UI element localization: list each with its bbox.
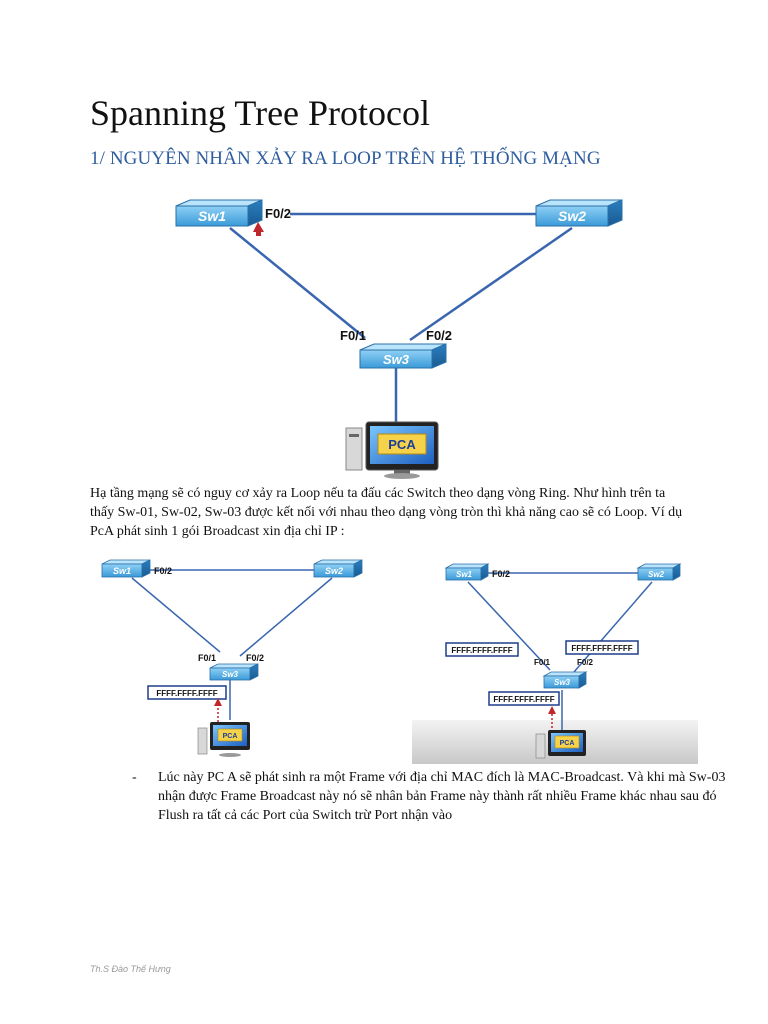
switch-sw1-icon: Sw1	[175, 199, 263, 227]
broadcast-frame-label-left: FFFF.FFFF.FFFF	[451, 646, 512, 655]
sw3-left-port-label: F0/1	[534, 658, 551, 667]
section-heading: 1/ NGUYÊN NHÂN XẢY RA LOOP TRÊN HỆ THỐNG…	[90, 148, 601, 169]
sw3-right-port-label: F0/2	[577, 658, 594, 667]
broadcast-frame-box-bottom	[488, 691, 560, 706]
pc-label: PCA	[223, 733, 238, 740]
bullet-text: Lúc này PC A sẽ phát sinh ra một Frame v…	[158, 770, 726, 823]
broadcast-diagram-left: Sw1 F0/2 Sw2 F0/1 F0/2 Sw3 FFFF.FFFF.FFF…	[92, 552, 392, 764]
switch-sw1-icon: Sw1	[101, 559, 151, 578]
broadcast-frame-box	[147, 685, 227, 700]
broadcast-frame-label: FFFF.FFFF.FFFF	[156, 689, 217, 698]
sw1-port-label: F0/2	[154, 566, 172, 576]
sw2-label: Sw2	[325, 566, 343, 576]
switch-sw3-icon: Sw3	[542, 671, 588, 689]
broadcast-diagram-right: Sw1 F0/2 Sw2 FFFF.FFFF.FFFF FFFF.FFFF.FF…	[412, 552, 698, 764]
sw3-right-port-label: F0/2	[426, 328, 452, 343]
main-topology-diagram: Sw1 F0/2 Sw2 F0/1 F0/2 Sw3 PCA	[175, 199, 623, 479]
pc-a-icon: PCA	[535, 730, 586, 759]
sw3-left-port-label: F0/1	[198, 653, 216, 663]
bullet-item: - Lúc này PC A sẽ phát sinh ra một Frame…	[132, 768, 728, 825]
pc-label: PCA	[560, 740, 575, 747]
pc-a-icon: PCA	[345, 421, 439, 479]
intro-paragraph: Hạ tầng mạng sẽ có nguy cơ xảy ra Loop n…	[90, 486, 683, 539]
switch-sw3-icon: Sw3	[359, 343, 447, 369]
broadcast-frame-box-left	[445, 642, 519, 657]
bullet-dash: -	[132, 770, 137, 785]
switch-sw2-icon: Sw2	[535, 199, 623, 227]
sw3-label: Sw3	[222, 670, 239, 679]
sw3-left-port-label: F0/1	[340, 328, 366, 343]
switch-sw1-icon: Sw1	[444, 563, 490, 581]
page-title: Spanning Tree Protocol	[90, 93, 431, 133]
pc-a-icon: PCA	[197, 722, 250, 757]
sw3-label: Sw3	[554, 678, 571, 687]
page-footer-author: Th.S Đào Thế Hưng	[90, 964, 171, 974]
sw2-label: Sw2	[558, 208, 586, 224]
switch-sw2-icon: Sw2	[636, 563, 682, 581]
link-sw2-sw3	[409, 226, 573, 342]
sw1-label: Sw1	[198, 208, 226, 224]
switch-sw2-icon: Sw2	[313, 559, 363, 578]
sw1-port-label: F0/2	[265, 206, 291, 221]
sw1-label: Sw1	[456, 570, 473, 579]
sw3-right-port-label: F0/2	[246, 653, 264, 663]
sw1-port-label: F0/2	[492, 569, 510, 579]
broadcast-frame-box-right	[565, 640, 639, 655]
pc-label: PCA	[388, 437, 416, 452]
sw1-label: Sw1	[113, 566, 131, 576]
broadcast-frame-label-right: FFFF.FFFF.FFFF	[571, 644, 632, 653]
switch-sw3-icon: Sw3	[209, 663, 259, 681]
cursor-icon	[253, 222, 264, 236]
sw2-label: Sw2	[648, 570, 665, 579]
broadcast-frame-label-bottom: FFFF.FFFF.FFFF	[493, 695, 554, 704]
link-sw1-sw3	[229, 227, 366, 339]
sw3-label: Sw3	[383, 352, 410, 367]
